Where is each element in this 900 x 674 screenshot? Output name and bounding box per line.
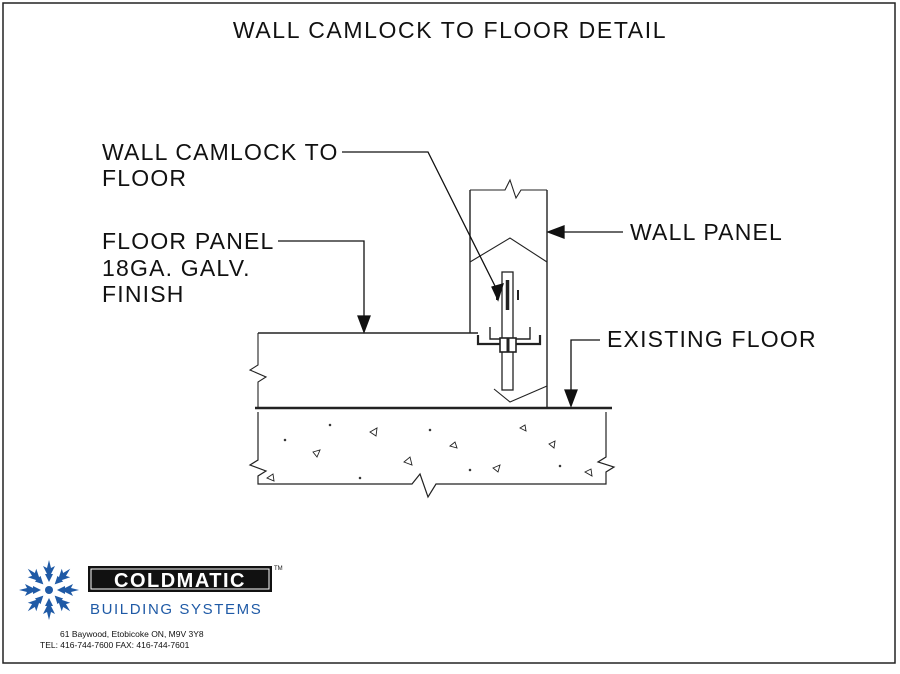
floor-panel-label-line2: 18GA. GALV. [102,255,251,281]
leader-lines [278,151,623,408]
drawing-title: WALL CAMLOCK TO FLOOR DETAIL [233,17,667,43]
company-phone-fax: TEL: 416-744-7600 FAX: 416-744-7601 [40,640,190,650]
coldmatic-snowflake-icon [19,560,79,620]
trademark-mark: TM [274,566,283,572]
company-address: 61 Baywood, Etobicoke ON, M9V 3Y8 [60,629,204,639]
camlock-label-line1: WALL CAMLOCK TO [102,139,339,165]
existing-floor-label: EXISTING FLOOR [607,326,817,352]
wall-panel [469,178,548,408]
wall-panel-label: WALL PANEL [630,219,783,245]
coldmatic-brand-box: COLDMATIC [88,566,272,592]
brand-tagline: BUILDING SYSTEMS [90,601,262,618]
sheet-border [2,2,896,664]
floor-panel-label-line3: FINISH [102,281,185,307]
camlock-label-line2: FLOOR [102,165,187,191]
camlock-assembly [476,271,542,391]
floor-panel-label-line1: FLOOR PANEL [102,228,275,254]
existing-floor-slab [248,406,616,499]
brand-name: COLDMATIC [114,570,246,592]
